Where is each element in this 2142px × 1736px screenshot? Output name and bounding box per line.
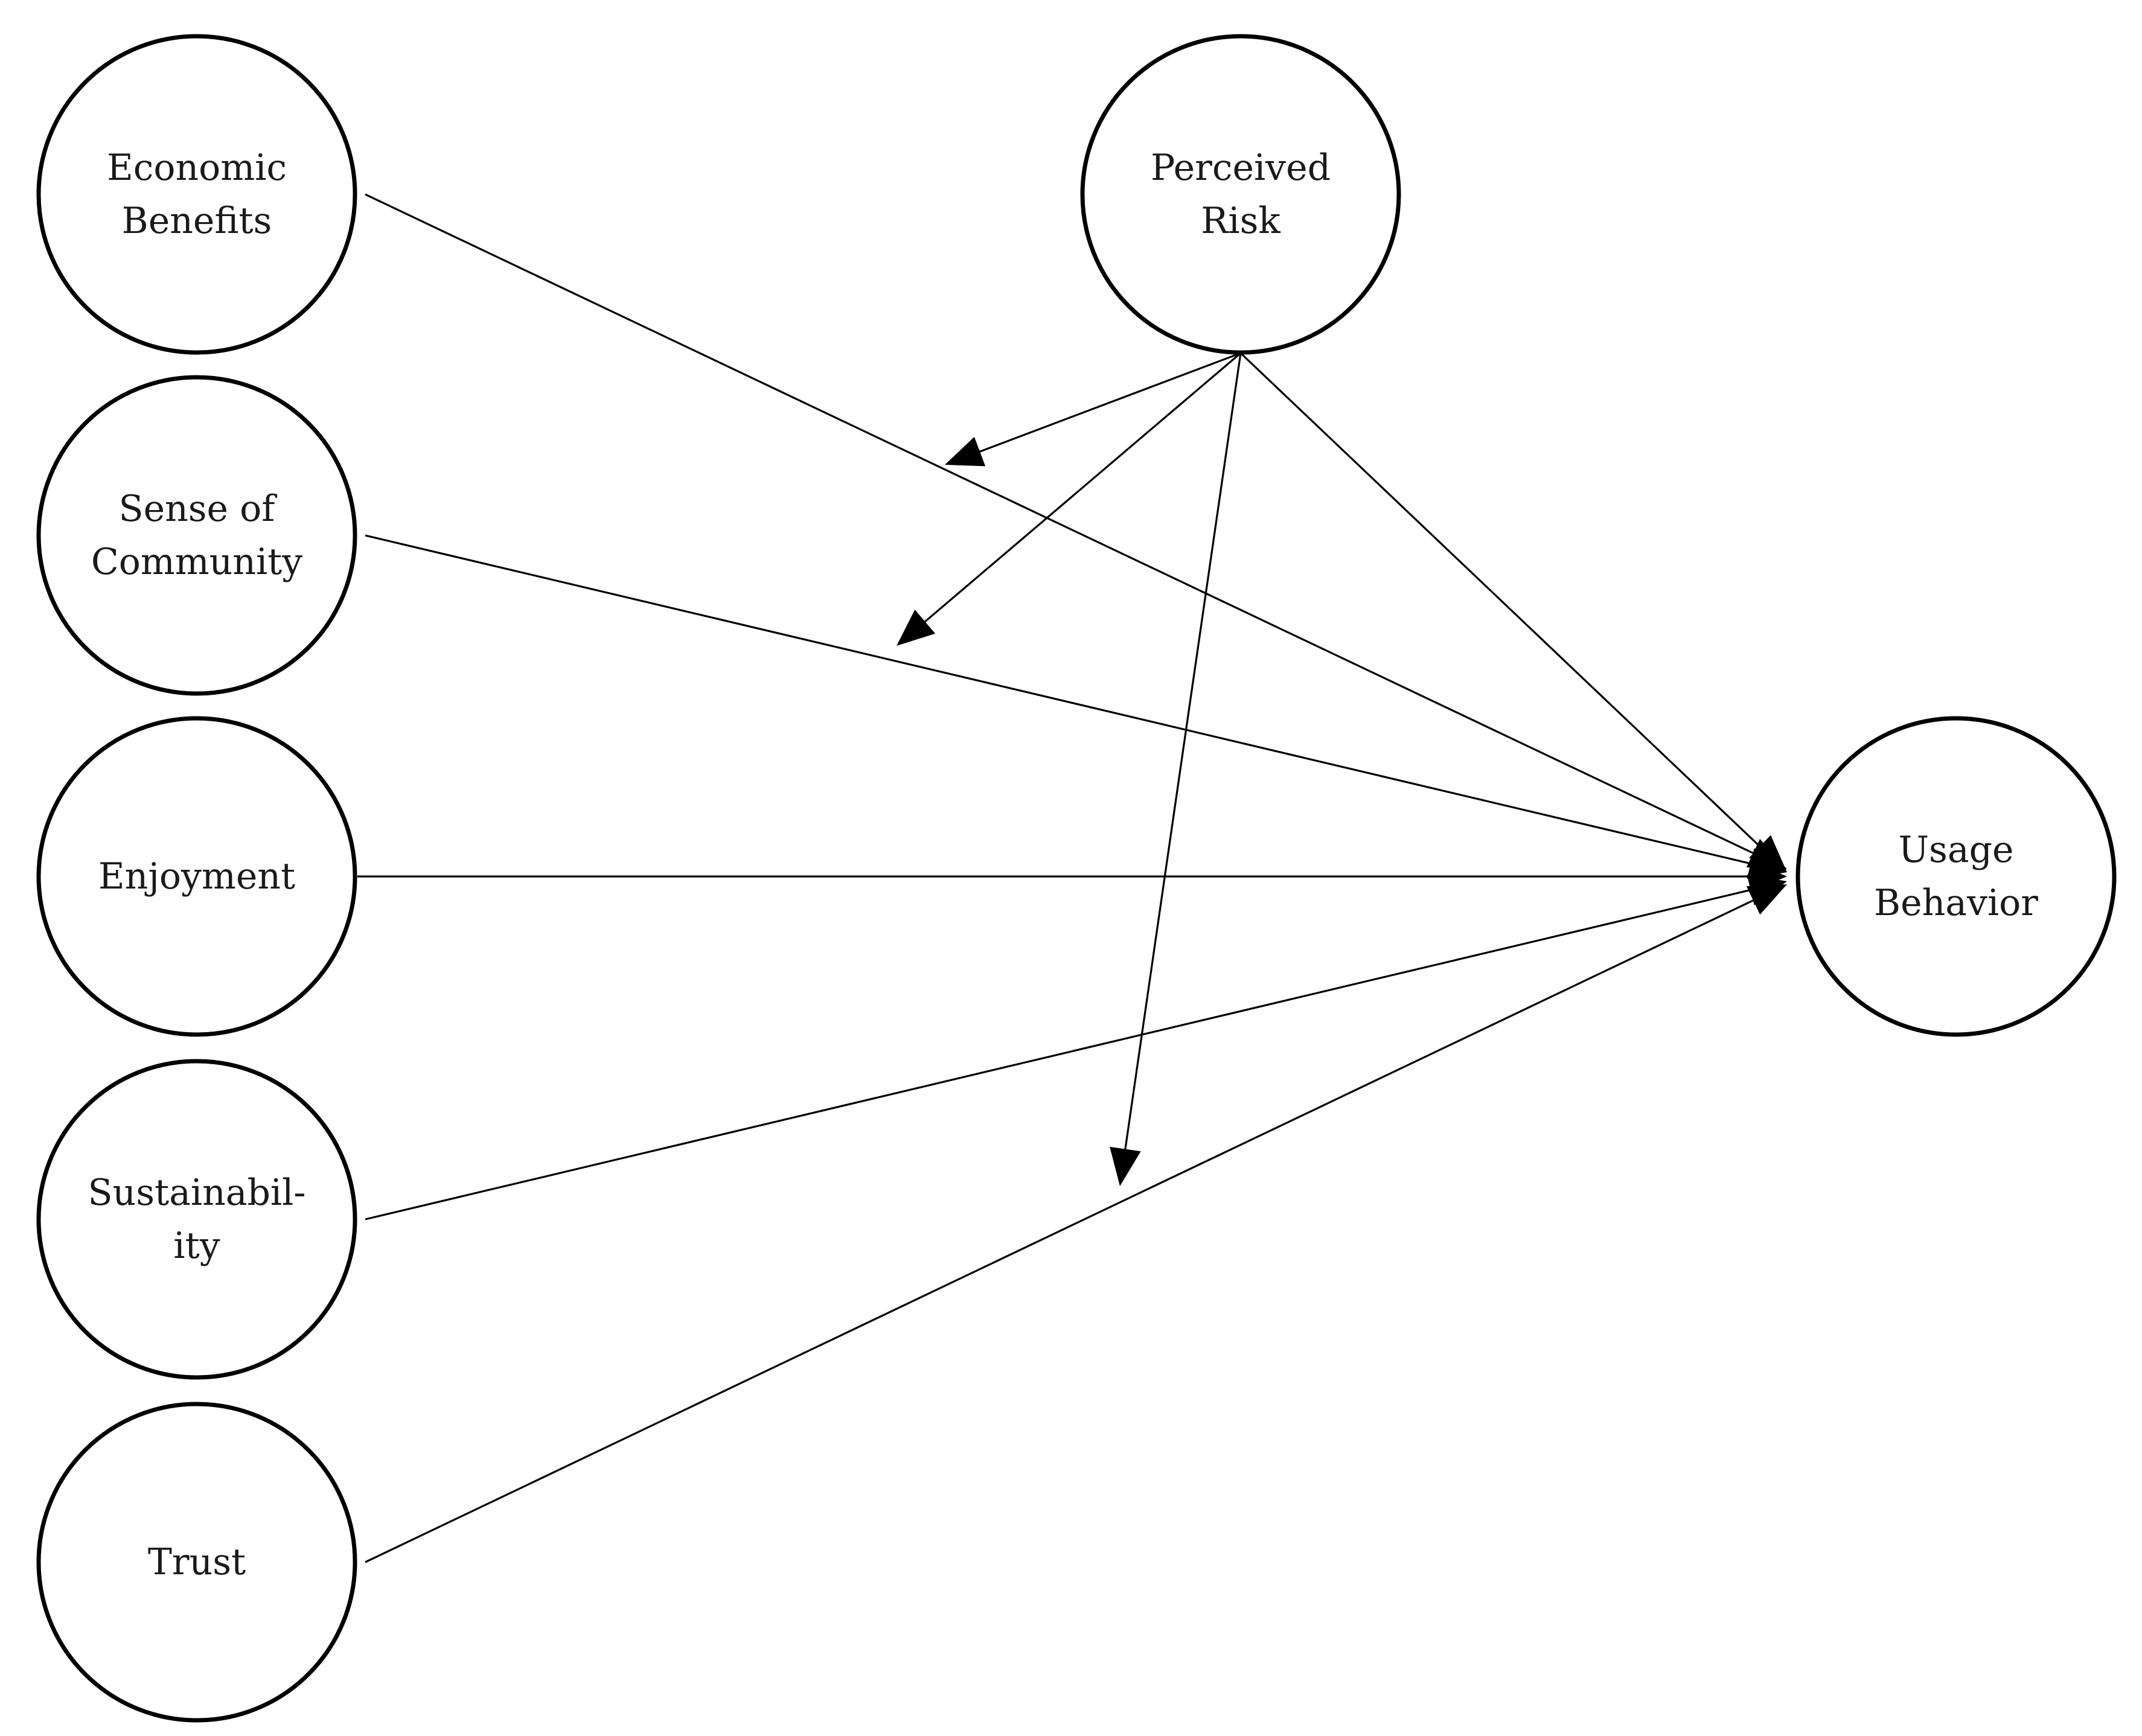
node-circle-sense-of-community — [36, 375, 357, 696]
node-sense-of-community: Sense of Community — [36, 375, 357, 696]
edge-sustainability-to-usage-behavior — [365, 875, 1787, 1221]
edge-sense-of-community-to-usage-behavior — [365, 534, 1787, 879]
edge-perceived-risk-to-sustainability-to-usage-behavior-path-line — [1124, 353, 1242, 1153]
edge-perceived-risk-to-economic-benefits-to-usage-behavior-path — [945, 352, 1241, 467]
edge-perceived-risk-to-economic-benefits-to-usage-behavior-path-line — [976, 352, 1241, 454]
node-label-sustainability-line-2: ity — [173, 1225, 220, 1267]
node-enjoyment: Enjoyment — [36, 716, 357, 1037]
edge-trust-to-usage-behavior-arrowhead — [1746, 884, 1787, 915]
edge-perceived-risk-to-sense-of-community-to-usage-behavior-path — [897, 352, 1242, 646]
node-label-economic-benefits-line-2: Benefits — [122, 200, 272, 242]
edge-perceived-risk-to-sense-of-community-to-usage-behavior-path-arrowhead — [897, 610, 936, 646]
edge-trust-to-usage-behavior-line — [365, 898, 1757, 1563]
node-circle-perceived-risk — [1080, 34, 1401, 355]
node-circle-economic-benefits — [36, 34, 357, 355]
edge-perceived-risk-to-usage-behavior-arrowhead — [1749, 835, 1787, 872]
node-label-trust-line-1: Trust — [148, 1541, 246, 1583]
node-label-enjoyment-line-1: Enjoyment — [98, 855, 295, 898]
edge-enjoyment-to-usage-behavior — [357, 861, 1787, 892]
edge-sense-of-community-to-usage-behavior-line — [365, 534, 1754, 866]
edge-economic-benefits-to-usage-behavior-line — [365, 193, 1757, 856]
node-label-sense-of-community-line-2: Community — [91, 541, 302, 583]
edge-perceived-risk-to-usage-behavior — [1239, 352, 1787, 872]
edge-economic-benefits-to-usage-behavior — [365, 193, 1787, 869]
node-label-economic-benefits-line-1: Economic — [107, 147, 287, 189]
node-sustainability: Sustainabil-ity — [36, 1059, 357, 1380]
node-circle-sustainability — [36, 1059, 357, 1380]
edge-sustainability-to-usage-behavior-line — [365, 888, 1754, 1221]
node-label-usage-behavior-line-1: Usage — [1898, 829, 2013, 871]
node-circle-usage-behavior — [1795, 716, 2117, 1037]
node-circle-enjoyment — [36, 716, 357, 1037]
edge-trust-to-usage-behavior — [365, 884, 1787, 1563]
node-label-perceived-risk-line-2: Risk — [1201, 200, 1280, 242]
node-label-sense-of-community-line-1: Sense of — [119, 488, 278, 530]
edge-perceived-risk-to-usage-behavior-line — [1239, 352, 1763, 850]
node-trust: Trust — [36, 1402, 357, 1723]
edges-layer — [357, 193, 1787, 1563]
node-label-perceived-risk-line-1: Perceived — [1151, 147, 1331, 189]
edge-perceived-risk-to-sustainability-to-usage-behavior-path-arrowhead — [1110, 1146, 1141, 1186]
node-label-sustainability-line-1: Sustainabil- — [88, 1172, 305, 1214]
node-label-usage-behavior-line-2: Behavior — [1874, 882, 2038, 924]
edge-perceived-risk-to-sustainability-to-usage-behavior-path — [1110, 353, 1242, 1186]
node-circle-trust — [36, 1402, 357, 1723]
edge-perceived-risk-to-sense-of-community-to-usage-behavior-path-line — [921, 352, 1242, 625]
edge-perceived-risk-to-economic-benefits-to-usage-behavior-path-arrowhead — [945, 436, 986, 467]
